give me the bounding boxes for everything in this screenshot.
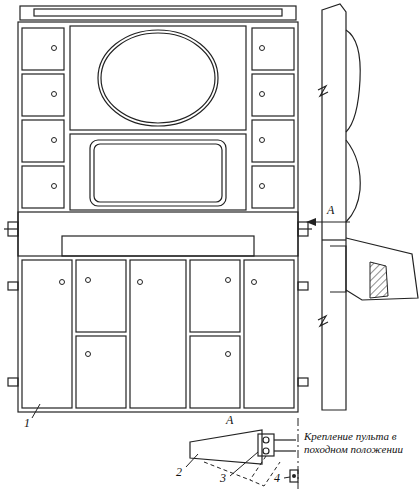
- view-arrow-label: А: [327, 204, 334, 217]
- callout-number: 2: [176, 466, 182, 479]
- note-text: Крепление пульта в походном положении: [304, 430, 416, 456]
- view-label: А: [226, 414, 233, 427]
- callout-number: 3: [220, 472, 226, 485]
- callout-number: 1: [24, 417, 30, 430]
- callout-number: 4: [274, 472, 280, 485]
